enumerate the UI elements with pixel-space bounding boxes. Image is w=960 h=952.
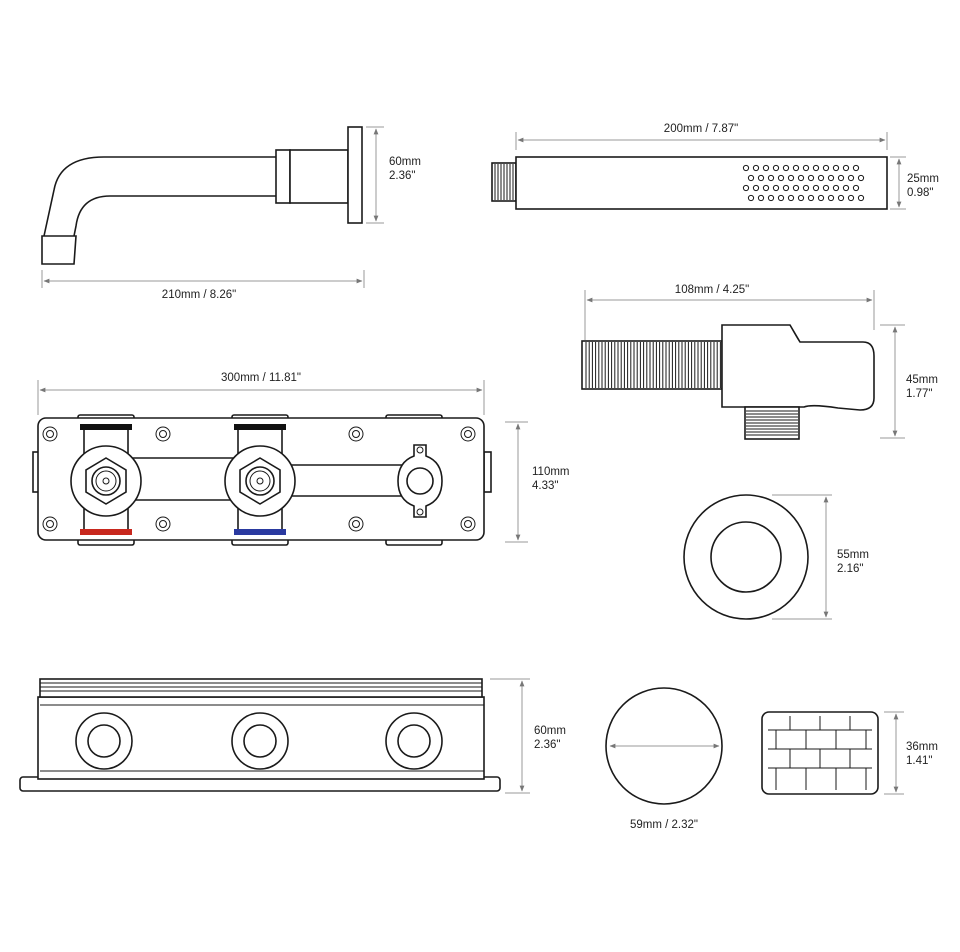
spray-hole <box>832 164 840 172</box>
spray-hole <box>802 184 810 192</box>
elbow-height-mm: 45mm <box>906 374 938 386</box>
handshower-dia-mm: 25mm <box>907 173 939 185</box>
spray-hole <box>782 164 790 172</box>
spray-hole <box>817 194 825 202</box>
spray-hole <box>757 194 765 202</box>
spray-hole <box>747 194 755 202</box>
box-depth-mm: 60mm <box>534 725 566 737</box>
hot-inlet-cap <box>80 529 132 535</box>
spray-hole <box>812 164 820 172</box>
spray-hole <box>852 164 860 172</box>
rosette-drawing: 55mm 2.16" <box>683 494 869 620</box>
spray-hole <box>837 194 845 202</box>
outlet-cap-black <box>234 424 286 430</box>
knurl-pattern <box>768 716 872 790</box>
outlet-cap-black <box>80 424 132 430</box>
handshower-length-label: 200mm / 7.87" <box>664 123 738 135</box>
handle-depth-in: 1.41" <box>906 755 932 767</box>
spray-hole <box>857 174 865 182</box>
spray-hole <box>797 174 805 182</box>
rosette-size-in: 2.16" <box>837 563 863 575</box>
spout-length-label: 210mm / 8.26" <box>162 289 236 301</box>
spray-hole <box>847 194 855 202</box>
spray-hole <box>852 184 860 192</box>
wall-elbow-drawing: 108mm / 4.25" 45mm 1.77" <box>581 284 938 440</box>
spout-height-in: 2.36" <box>389 170 415 182</box>
handle-front-drawing: 59mm / 2.32" <box>605 687 723 831</box>
valve-height-mm: 110mm <box>532 466 570 478</box>
spray-hole <box>767 174 775 182</box>
rosette-size-mm: 55mm <box>837 549 869 561</box>
spray-hole <box>822 164 830 172</box>
box-depth-in: 2.36" <box>534 739 560 751</box>
spray-holes-grid <box>742 164 865 202</box>
handle-depth-mm: 36mm <box>906 741 938 753</box>
spray-hole <box>772 164 780 172</box>
spray-hole <box>777 174 785 182</box>
valve-height-in: 4.33" <box>532 480 558 492</box>
spray-hole <box>787 174 795 182</box>
spray-hole <box>772 184 780 192</box>
spray-hole <box>812 184 820 192</box>
spray-hole <box>792 184 800 192</box>
spray-hole <box>827 174 835 182</box>
spray-hole <box>792 164 800 172</box>
spray-hole <box>822 184 830 192</box>
spray-hole <box>847 174 855 182</box>
spray-hole <box>787 194 795 202</box>
spray-hole <box>807 194 815 202</box>
spray-hole <box>832 184 840 192</box>
cold-inlet-cap <box>234 529 286 535</box>
spray-hole <box>752 164 760 172</box>
wall-spout-drawing: 60mm 2.36" 210mm / 8.26" <box>41 126 421 301</box>
spray-hole <box>747 174 755 182</box>
valve-width-label: 300mm / 11.81" <box>221 372 301 384</box>
spray-hole <box>842 184 850 192</box>
spray-hole <box>837 174 845 182</box>
spray-hole <box>842 164 850 172</box>
spray-hole <box>742 164 750 172</box>
spray-hole <box>817 174 825 182</box>
spray-hole <box>807 174 815 182</box>
spray-hole <box>827 194 835 202</box>
spray-hole <box>777 194 785 202</box>
spray-hole <box>767 194 775 202</box>
spray-hole <box>802 164 810 172</box>
spray-hole <box>782 184 790 192</box>
spray-hole <box>797 194 805 202</box>
spray-hole <box>752 184 760 192</box>
elbow-length-label: 108mm / 4.25" <box>675 284 749 296</box>
elbow-height-in: 1.77" <box>906 388 932 400</box>
handle-diameter-label: 59mm / 2.32" <box>630 819 698 831</box>
concealed-valve-front-drawing: 300mm / 11.81" <box>32 372 570 546</box>
spray-hole <box>762 164 770 172</box>
spray-hole <box>762 184 770 192</box>
handshower-dia-in: 0.98" <box>907 187 933 199</box>
valve-box-side-drawing: 60mm 2.36" <box>19 678 566 794</box>
spray-hole <box>757 174 765 182</box>
hand-shower-drawing: 200mm / 7.87" 25mm 0.98" <box>491 123 939 210</box>
handle-side-drawing: 36mm 1.41" <box>761 711 938 795</box>
spray-hole <box>742 184 750 192</box>
spray-hole <box>857 194 865 202</box>
spout-height-mm: 60mm <box>389 156 421 168</box>
